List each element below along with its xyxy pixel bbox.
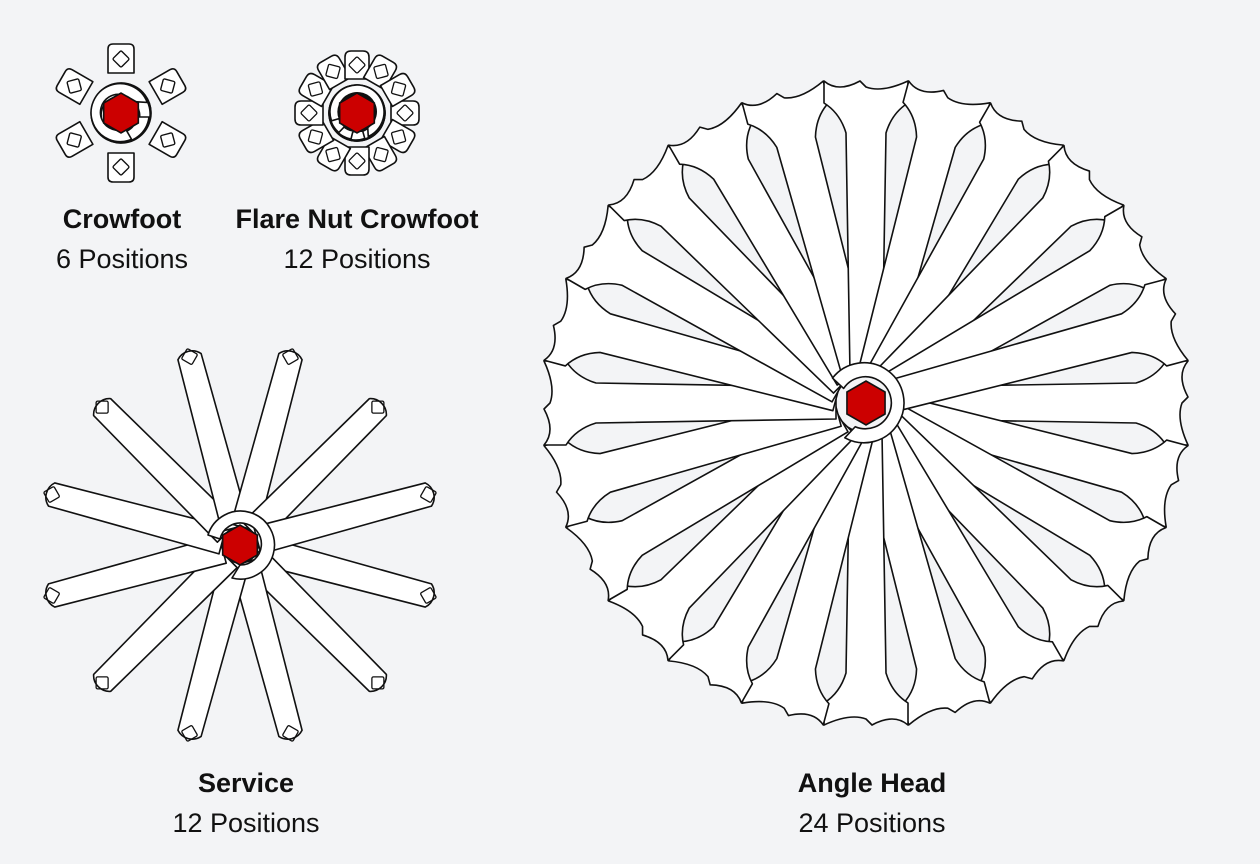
crowfoot-caption: Crowfoot 6 Positions	[56, 199, 188, 279]
angle-head-illustration	[543, 80, 1189, 726]
angle-head-caption: Angle Head 24 Positions	[798, 763, 947, 843]
flare-nut-crowfoot-illustration	[294, 50, 420, 176]
service-wrench-icon	[92, 397, 238, 543]
crowfoot-wrench-icon	[107, 43, 135, 74]
angle-head-wrench-icon	[667, 420, 866, 704]
service-wrench-icon	[177, 557, 250, 742]
hex-nut-icon	[102, 92, 140, 134]
flare-nut-crowfoot-positions: 12 Positions	[283, 244, 431, 274]
flare-nut-crowfoot-title: Flare Nut Crowfoot	[235, 204, 479, 234]
angle-head-wrench-icon	[857, 427, 991, 726]
service-wrench-icon	[252, 482, 437, 555]
angle-head-wrench-icon	[857, 80, 991, 379]
service-wrench-icon	[43, 535, 228, 608]
service-wrench-icon	[230, 557, 303, 742]
service-wrench-icon	[177, 348, 250, 533]
angle-head-wrench-icon	[823, 80, 909, 374]
flare-crowfoot-wrench-icon	[379, 72, 416, 108]
crowfoot-wrench-icon	[55, 120, 94, 158]
angle-head-wrench-icon	[543, 278, 842, 412]
angle-head-wrench-icon	[875, 144, 1125, 394]
crowfoot-title: Crowfoot	[62, 204, 182, 234]
angle-head-wrench-icon	[890, 394, 1189, 528]
flare-crowfoot-wrench-icon	[390, 100, 420, 126]
service-wrench-icon	[230, 348, 303, 533]
angle-head-wrench-icon	[543, 394, 842, 528]
flare-nut-crowfoot-diagram: Flare Nut Crowfoot 12 Positions	[236, 0, 486, 300]
hex-nut-icon	[338, 92, 376, 134]
angle-head-wrench-icon	[543, 360, 837, 446]
angle-head-wrench-icon	[866, 420, 1065, 704]
service-wrench-icon	[252, 535, 437, 608]
crowfoot-positions: 6 Positions	[55, 244, 189, 274]
angle-head-wrench-icon	[565, 204, 849, 403]
angle-head-diagram: Angle Head 24 Positions	[500, 40, 1260, 860]
angle-head-wrench-icon	[741, 80, 875, 379]
service-wrench-icon	[242, 547, 388, 693]
crowfoot-wrench-icon	[107, 152, 135, 183]
angle-head-wrench-icon	[890, 278, 1189, 412]
service-title: Service	[197, 768, 295, 798]
service-illustration	[43, 348, 437, 742]
service-caption: Service 12 Positions	[172, 763, 319, 843]
angle-head-wrench-icon	[895, 360, 1189, 446]
angle-head-title: Angle Head	[797, 768, 947, 798]
hex-nut-icon	[221, 524, 259, 566]
angle-head-wrench-icon	[607, 144, 857, 394]
flare-crowfoot-wrench-icon	[316, 54, 352, 91]
service-wrench-icon	[43, 482, 228, 555]
hex-nut-icon	[846, 380, 886, 426]
flare-crowfoot-wrench-icon	[294, 100, 324, 126]
flare-nut-crowfoot-caption: Flare Nut Crowfoot 12 Positions	[236, 199, 479, 279]
flare-crowfoot-wrench-icon	[298, 118, 335, 154]
service-diagram: Service 12 Positions	[0, 320, 500, 860]
angle-head-wrench-icon	[875, 412, 1125, 662]
angle-head-wrench-icon	[667, 102, 866, 386]
service-wrench-icon	[242, 397, 388, 543]
crowfoot-wrench-icon	[148, 120, 187, 158]
service-wrench-icon	[92, 547, 238, 693]
angle-head-wrench-icon	[883, 204, 1167, 403]
crowfoot-wrench-icon	[55, 68, 94, 106]
angle-head-wrench-icon	[607, 412, 857, 662]
angle-head-wrench-icon	[866, 102, 1065, 386]
angle-head-wrench-icon	[565, 403, 849, 602]
angle-head-wrench-icon	[741, 427, 875, 726]
flare-crowfoot-wrench-icon	[344, 50, 370, 80]
angle-head-wrench-icon	[823, 432, 909, 726]
flare-crowfoot-wrench-icon	[344, 146, 370, 176]
flare-crowfoot-wrench-icon	[362, 135, 398, 172]
crowfoot-illustration	[55, 43, 187, 183]
angle-head-wrench-icon	[883, 403, 1167, 602]
crowfoot-diagram: Crowfoot 6 Positions	[0, 0, 240, 300]
service-positions: 12 Positions	[172, 808, 320, 838]
angle-head-positions: 24 Positions	[798, 808, 946, 838]
crowfoot-wrench-icon	[148, 68, 187, 106]
